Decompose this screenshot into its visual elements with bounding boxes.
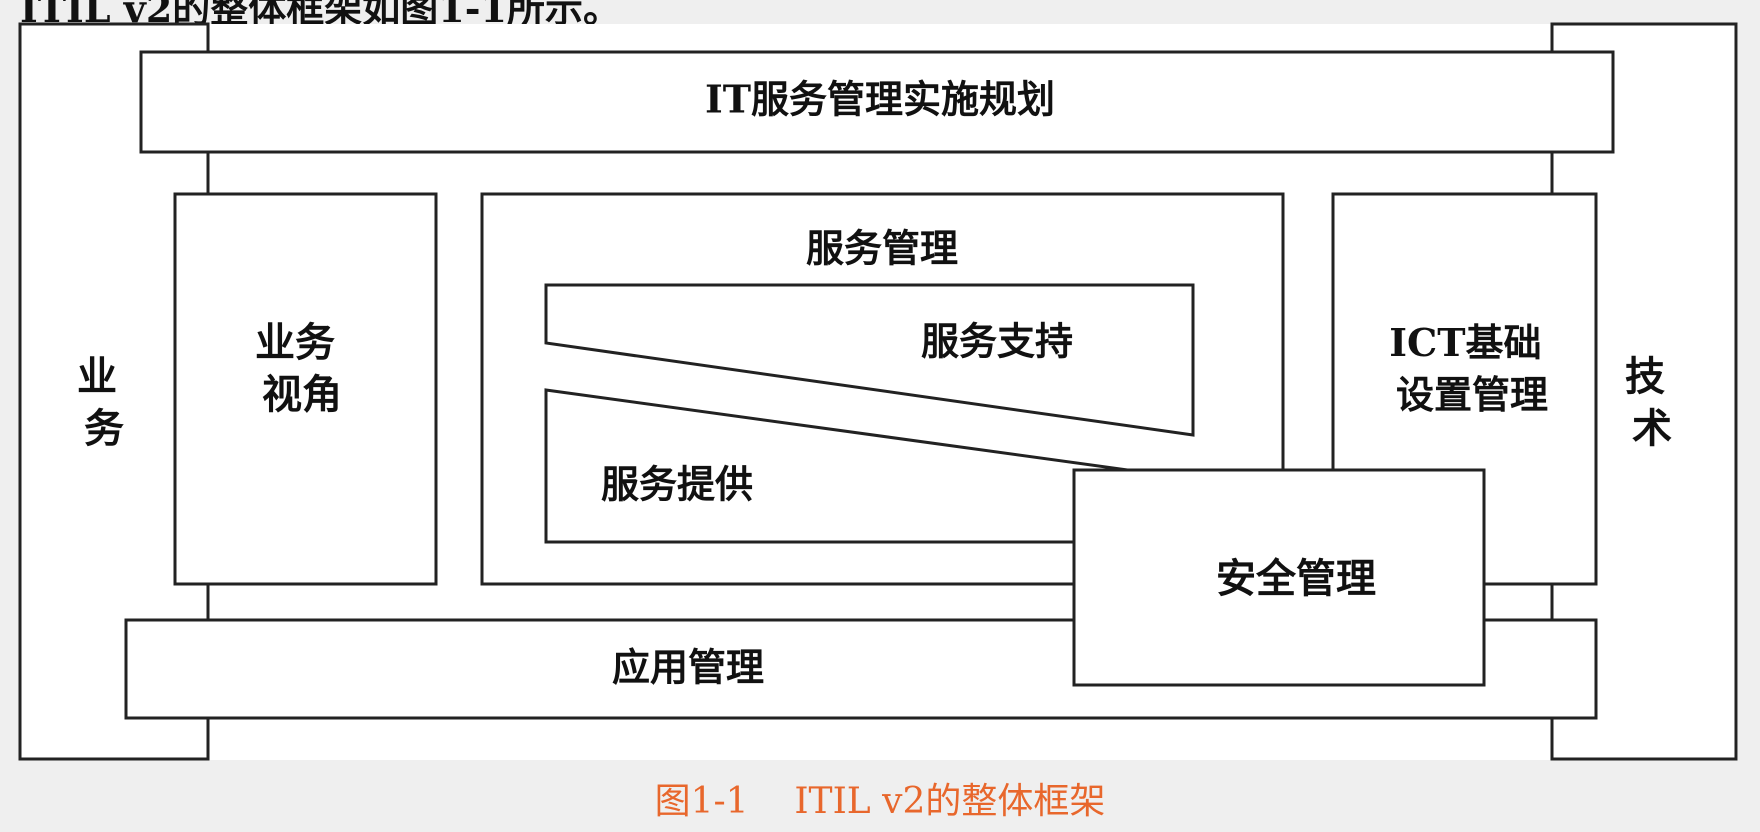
application-management-label: 应用管理 <box>612 645 764 690</box>
ict-infrastructure-label: ICT基础 设置管理 <box>1389 320 1555 417</box>
service-delivery-label: 服务提供 <box>601 462 753 507</box>
figure-caption: 图1-1 ITIL v2的整体框架 <box>654 781 1106 822</box>
business-perspective-label: 业务 视角 <box>255 319 349 418</box>
service-support-label: 服务支持 <box>921 319 1073 364</box>
top-planning-bar <box>139 50 1615 154</box>
service-support-shape <box>544 283 1195 437</box>
technology-pillar-label: 技 术 <box>1625 353 1679 452</box>
business-perspective-box <box>173 192 438 586</box>
top-planning-label: IT服务管理实施规划 <box>705 77 1055 122</box>
security-management-label: 安全管理 <box>1216 555 1376 602</box>
security-management-box <box>1072 468 1486 687</box>
itil-v2-framework-diagram: 业 务 技 术 IT服务管理实施规划 应用管理 业务 视角 ICT基础 设置管理… <box>18 22 1738 761</box>
business-pillar-label: 业 务 <box>77 353 131 452</box>
service-management-label: 服务管理 <box>806 226 958 271</box>
